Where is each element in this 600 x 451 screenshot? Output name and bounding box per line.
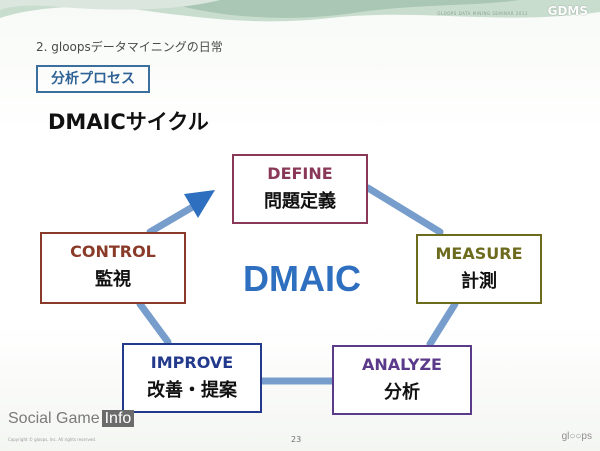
define-label: DEFINE: [267, 164, 333, 183]
control-box: CONTROL 監視: [40, 232, 186, 304]
connector-control-define: [146, 201, 200, 236]
improve-box: IMPROVE 改善・提案: [122, 343, 262, 413]
header-wave-decoration: [0, 0, 600, 22]
watermark-box: Info: [101, 410, 135, 427]
copyright-text: Copyright © gloops, Inc. All rights rese…: [8, 437, 97, 442]
analyze-label: ANALYZE: [362, 355, 442, 374]
measure-japanese-label: 計測: [461, 271, 497, 292]
gloops-logo: gl○○ps: [561, 431, 592, 442]
conference-name: GLOOPS DATA MINING SEMINAR 2012: [437, 11, 528, 16]
connector-improve-control: [136, 300, 172, 346]
improve-label: IMPROVE: [150, 353, 234, 372]
page-number: 23: [291, 435, 302, 444]
watermark-text: Social Game: [8, 410, 100, 427]
improve-japanese-label: 改善・提案: [147, 380, 237, 401]
dmaic-center-label: DMAIC: [243, 258, 361, 299]
measure-label: MEASURE: [435, 244, 523, 263]
page-title: DMAICサイクル: [48, 110, 209, 134]
section-badge: 分析プロセス: [36, 65, 150, 93]
section-title: 2. gloopsデータマイニングの日常: [36, 40, 223, 54]
define-japanese-label: 問題定義: [264, 191, 336, 212]
measure-box: MEASURE 計測: [416, 234, 542, 304]
control-japanese-label: 監視: [95, 269, 131, 290]
connector-define-measure: [364, 184, 444, 236]
analyze-japanese-label: 分析: [384, 382, 420, 403]
cycle-arrow-head: [184, 190, 215, 218]
define-box: DEFINE 問題定義: [232, 154, 368, 224]
connector-measure-analyze: [426, 300, 459, 348]
analyze-box: ANALYZE 分析: [332, 345, 472, 415]
gdms-logo: GDMS: [547, 4, 588, 18]
control-label: CONTROL: [70, 242, 156, 261]
